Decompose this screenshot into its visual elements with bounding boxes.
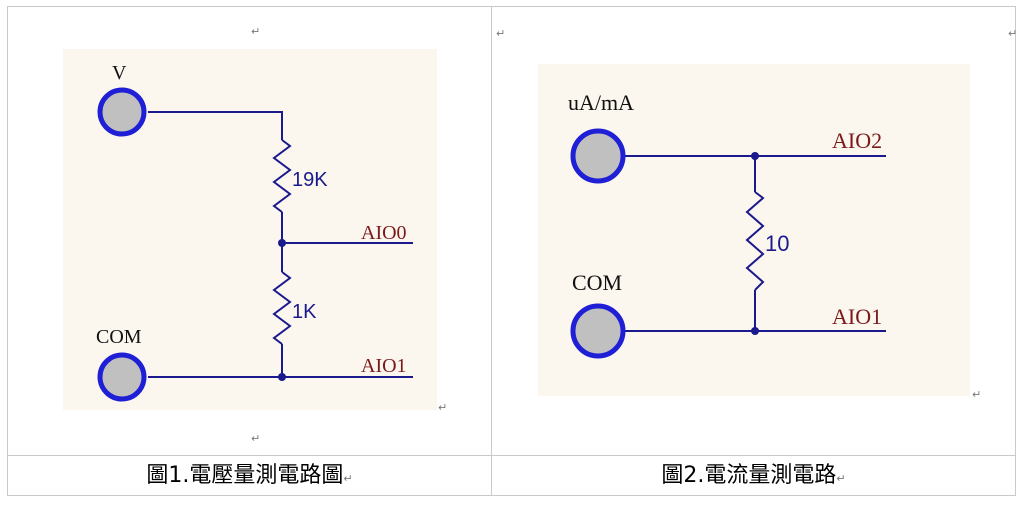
return-mark: ↵ xyxy=(251,432,261,445)
figure2-resistor-label: 10 xyxy=(765,231,789,256)
return-mark: ↵ xyxy=(1008,27,1018,40)
return-mark: ↵ xyxy=(251,25,261,38)
figure1-terminal-v-label: V xyxy=(112,62,127,84)
figure1-caption: 圖1.電壓量測電路圖↵ xyxy=(8,456,491,496)
figure1-terminal-com-label: COM xyxy=(96,326,142,348)
layout-table xyxy=(7,6,1016,496)
return-mark: ↵ xyxy=(836,472,846,485)
figure2-output-aio2-label: AIO2 xyxy=(832,128,882,153)
figure1-junction-bottom xyxy=(278,373,286,381)
figure2-caption: 圖2.電流量測電路↵ xyxy=(492,456,1015,496)
figure1-resistor-bottom-label: 1K xyxy=(292,301,317,323)
figure1-resistor-top-shape xyxy=(272,139,292,213)
figure1-terminal-v xyxy=(97,87,147,137)
return-mark: ↵ xyxy=(496,27,506,40)
table-column-divider xyxy=(491,6,492,496)
return-mark: ↵ xyxy=(972,388,982,401)
return-mark: ↵ xyxy=(438,401,448,414)
figure1-output-aio1-label: AIO1 xyxy=(361,355,407,377)
figure1-terminal-com xyxy=(97,352,147,402)
figure2-junction-top xyxy=(751,152,759,160)
figure2-terminal-com-label: COM xyxy=(572,270,622,295)
figure2-terminal-com xyxy=(570,303,626,359)
figure2-resistor-shape xyxy=(745,191,765,291)
figure1-junction-mid xyxy=(278,239,286,247)
figure2-terminal-uama xyxy=(570,128,626,184)
figure1-resistor-top-label: 19K xyxy=(292,169,328,191)
figure1-wire-top xyxy=(148,111,283,140)
figure1-caption-text: 圖1.電壓量測電路圖 xyxy=(146,463,344,488)
return-mark: ↵ xyxy=(343,472,353,485)
figure1-resistor-bottom-shape xyxy=(272,271,292,345)
figure2-terminal-uama-label: uA/mA xyxy=(568,90,634,115)
figure1-output-aio0-label: AIO0 xyxy=(361,222,407,244)
figure2-caption-text: 圖2.電流量測電路 xyxy=(661,463,837,488)
figure1-circuit xyxy=(148,111,413,378)
figure2-junction-bottom xyxy=(751,327,759,335)
figure2-output-aio1-label: AIO1 xyxy=(832,304,882,329)
table-row-divider xyxy=(7,455,1016,456)
